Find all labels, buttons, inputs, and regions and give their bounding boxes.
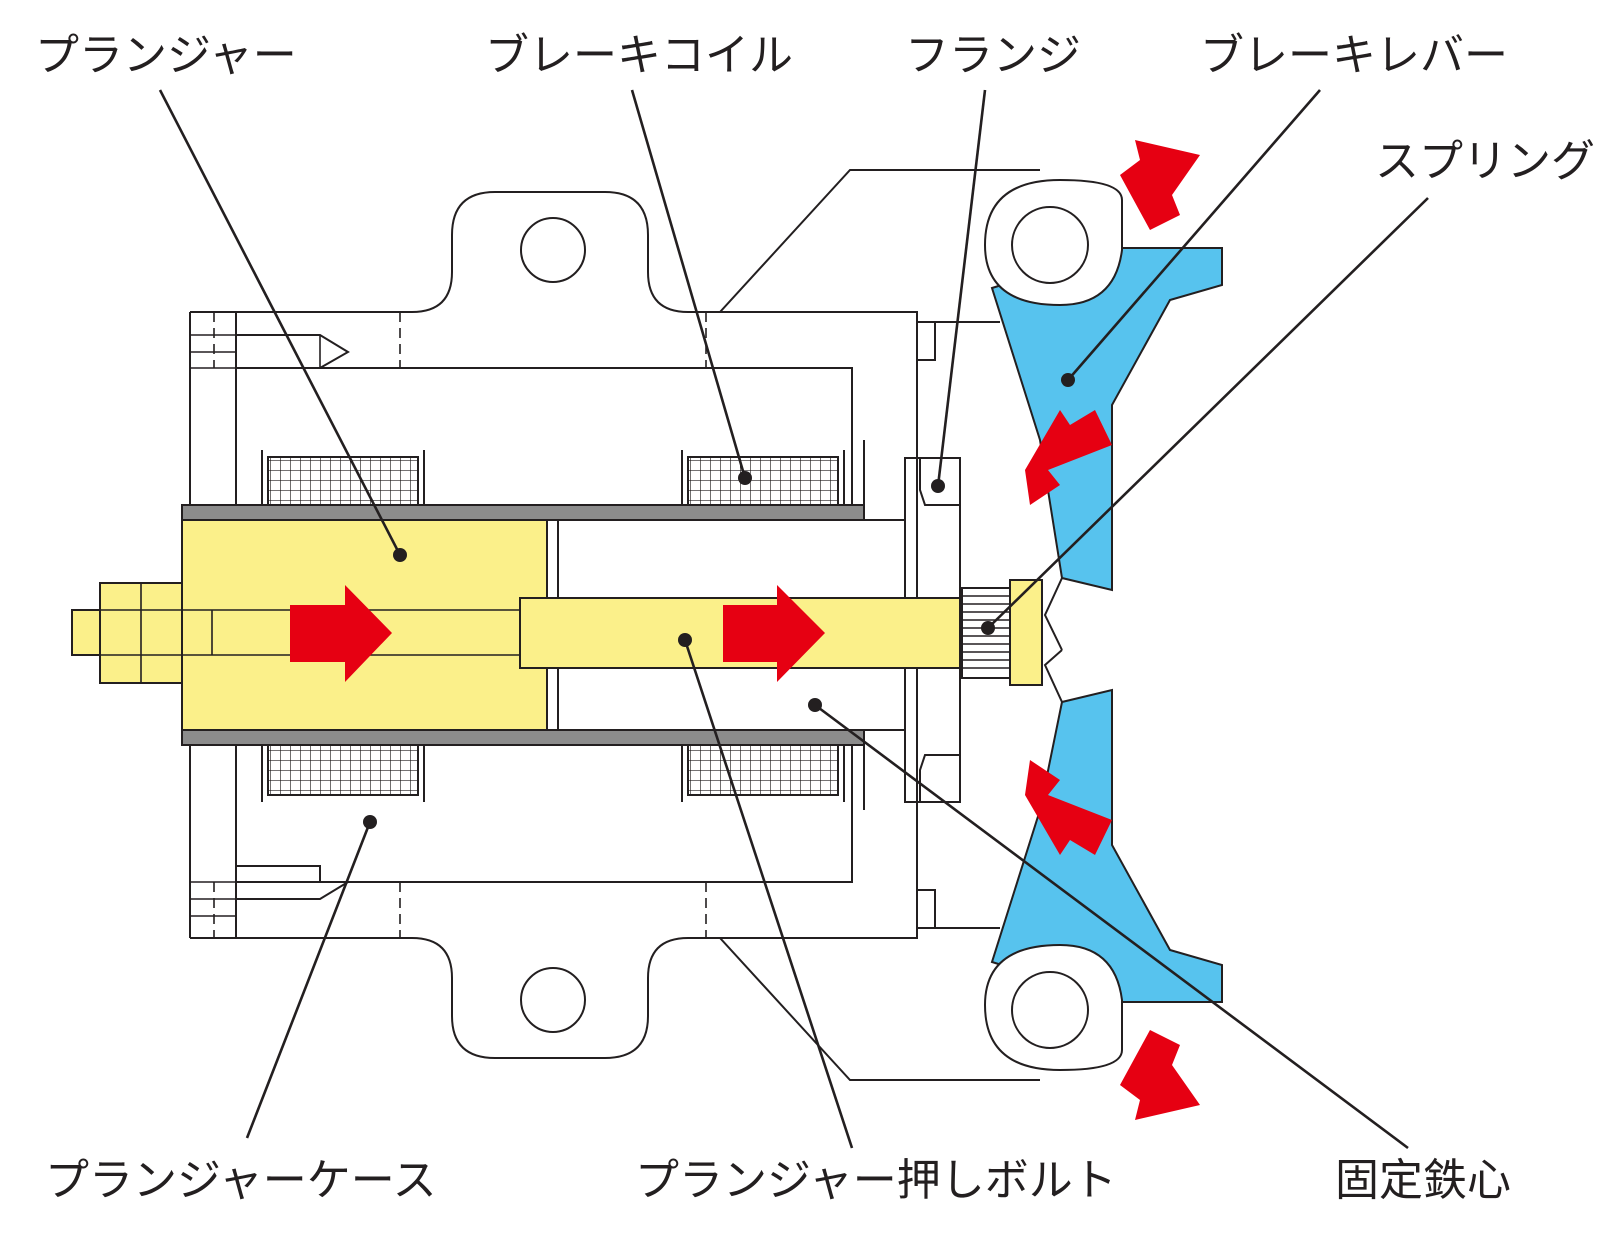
upper-lever-arrow [1025,410,1112,505]
lower-lever-arrow [1025,760,1112,855]
label-plunger-push-bolt: プランジャー押しボルト [635,1155,1117,1206]
plunger-case-lower-wall [181,729,865,746]
label-plunger-case: プランジャーケース [45,1155,437,1206]
push-bolt-arrow [723,585,825,682]
lower-pivot-arrow [1120,1030,1200,1120]
motion-arrows [290,140,1200,1120]
label-brake-lever: ブレーキレバー [1200,30,1508,81]
leader-lines [158,89,1429,1150]
lower-brake-lever [990,688,1223,1003]
spring-end-cap [1009,579,1043,686]
plunger-assembly [71,519,1043,731]
body-frame [190,311,1000,939]
upper-pivot [983,178,1123,307]
label-fixed-core: 固定鉄心 [1335,1155,1511,1206]
upper-brake-lever [990,247,1223,592]
plunger-arrow [290,585,392,682]
lower-mount-hole [520,967,586,1033]
label-flange: フランジ [905,30,1081,81]
label-plunger: プランジャー [35,30,297,81]
plunger-case-upper-wall [181,504,865,521]
brake-coil-windings [261,450,845,802]
upper-mount-hole [520,217,586,283]
label-spring: スプリング [1375,136,1595,187]
label-brake-coil: ブレーキコイル [485,30,793,81]
lower-pivot [983,943,1123,1072]
upper-pivot-arrow [1120,140,1200,230]
bolt-tip [71,609,101,656]
